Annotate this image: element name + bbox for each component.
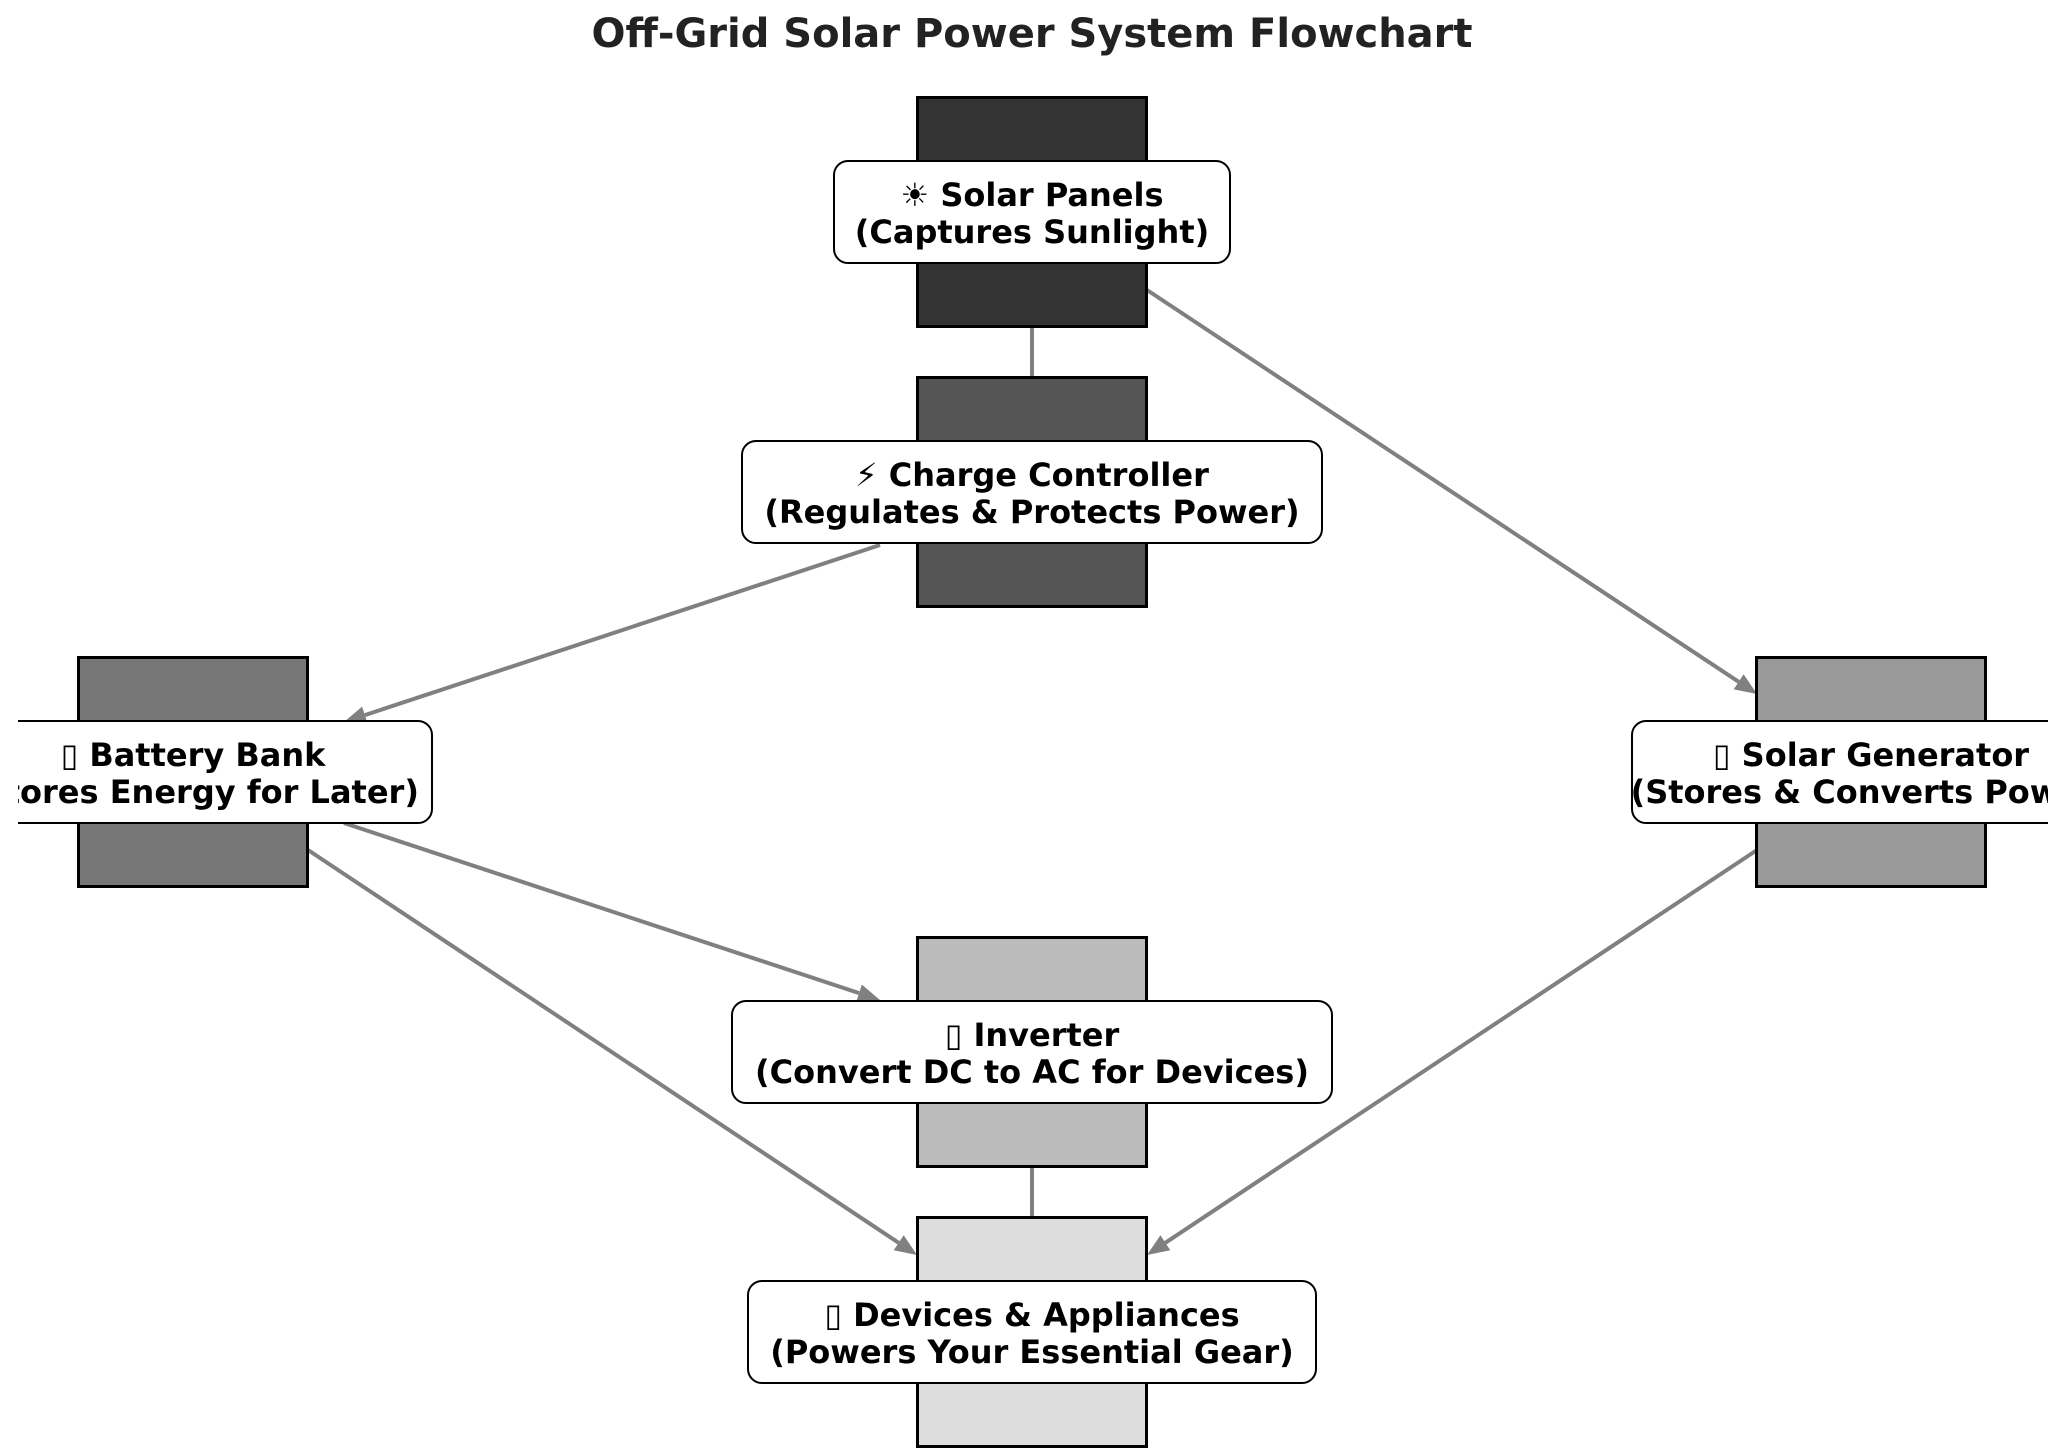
node-solar-panels: ☀ Solar Panels(Captures Sunlight): [833, 96, 1231, 328]
inverter-description: (Convert DC to AC for Devices): [755, 1053, 1309, 1091]
battery-icon: ▯: [61, 736, 90, 774]
inverter-label: Inverter: [973, 1016, 1119, 1054]
battery-bank-label-box: [18, 720, 433, 824]
edge-battery_bank-to-devices: [306, 848, 900, 1245]
connection-lines: [306, 288, 1759, 1255]
arrowhead: [1147, 1235, 1171, 1255]
inverter-title: ▯ Inverter: [945, 1016, 1120, 1054]
charge-controller-label: Charge Controller: [889, 456, 1209, 494]
node-solar-generator: ▯ Solar Generator(Stores & Converts Powe…: [1631, 656, 2048, 888]
charge-controller-description: (Regulates & Protects Power): [764, 493, 1299, 531]
charge-controller-label-box: [741, 440, 1323, 544]
solar-panels-title: ☀ Solar Panels: [900, 176, 1163, 214]
solar-panels-description: (Captures Sunlight): [855, 213, 1210, 251]
battery-bank-title: ▯ Battery Bank: [61, 736, 327, 774]
solar-panels-label-box: [833, 160, 1231, 264]
generator-icon: ▯: [1713, 736, 1742, 774]
devices-label-box: [747, 1280, 1317, 1384]
charge-controller-title: ⚡ Charge Controller: [855, 456, 1209, 494]
appliance-icon: ▯: [824, 1296, 853, 1334]
devices-description: (Powers Your Essential Gear): [770, 1333, 1294, 1371]
solar-generator-description: (Stores & Converts Power): [1631, 773, 2048, 811]
node-group: ☀ Solar Panels(Captures Sunlight) ⚡ Charg…: [0, 96, 2048, 1448]
arrowhead: [1733, 674, 1757, 694]
inverter-label-box: [731, 1000, 1333, 1104]
node-inverter: ▯ Inverter(Convert DC to AC for Devices): [731, 936, 1333, 1168]
solar-generator-label: Solar Generator: [1742, 736, 2030, 774]
battery-bank-label: Battery Bank: [89, 736, 326, 774]
arrowhead: [893, 1235, 917, 1255]
arrowhead: [344, 706, 368, 724]
edge-solar_generator-to-devices: [1164, 848, 1759, 1245]
battery-bank-description: (Stores Energy for Later): [0, 773, 419, 811]
sun-icon: ☀: [900, 176, 940, 214]
devices-title: ▯ Devices & Appliances: [824, 1296, 1239, 1334]
lightning-icon: ⚡: [855, 456, 889, 494]
solar-generator-label-box: [1631, 720, 2048, 824]
node-charge-controller: ⚡ Charge Controller(Regulates & Protects…: [741, 376, 1323, 608]
devices-label: Devices & Appliances: [853, 1296, 1240, 1334]
node-battery-bank: ▯ Battery Bank(Stores Energy for Later): [0, 656, 433, 888]
plug-icon: ▯: [945, 1016, 974, 1054]
arrowhead: [856, 984, 880, 1002]
solar-panels-label: Solar Panels: [940, 176, 1163, 214]
node-devices: ▯ Devices & Appliances(Powers Your Essen…: [747, 1216, 1317, 1448]
edge-battery_bank-to-inverter: [343, 821, 860, 996]
solar-generator-title: ▯ Solar Generator: [1713, 736, 2029, 774]
edge-solar_panels-to-solar_generator: [1145, 288, 1740, 684]
diagram-title: Off-Grid Solar Power System Flowchart: [591, 11, 1472, 57]
edge-charge_controller-to-battery_bank: [364, 543, 881, 718]
